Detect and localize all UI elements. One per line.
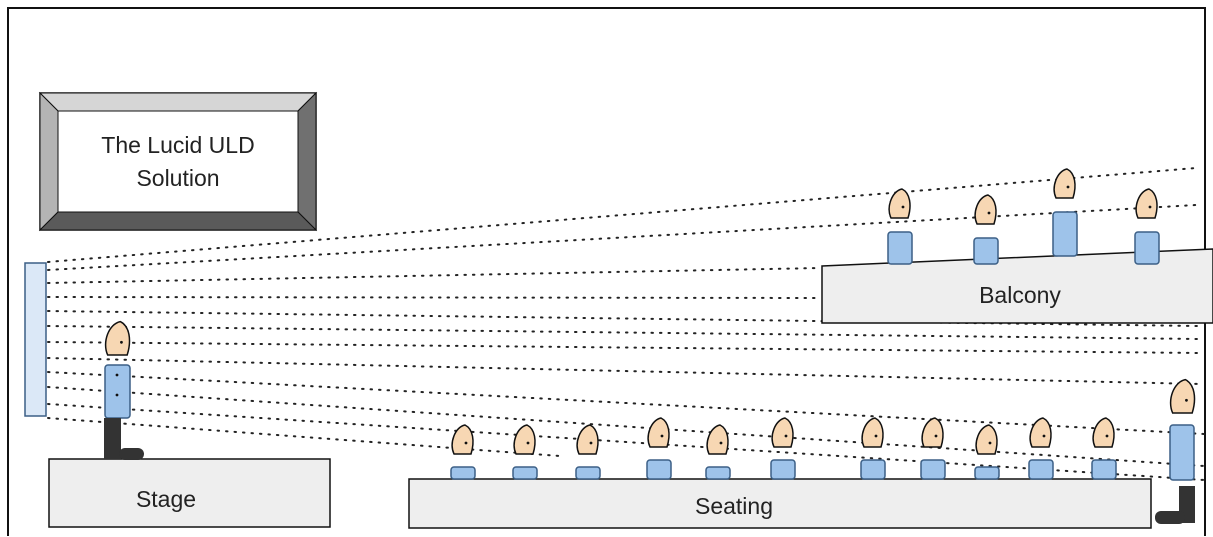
balcony-label: Balcony	[979, 282, 1061, 308]
eye	[660, 434, 664, 438]
audience-member-body	[1091, 459, 1117, 480]
audience-member-body	[512, 466, 538, 480]
head	[513, 424, 536, 455]
eye	[1066, 185, 1070, 189]
sign-bevel-top	[38, 92, 318, 112]
head	[451, 424, 474, 455]
sightline	[47, 371, 1205, 435]
audience-member-body	[920, 459, 946, 480]
eye	[464, 441, 468, 445]
audience-member-body	[770, 459, 796, 480]
audience	[104, 168, 1196, 524]
head	[861, 417, 884, 448]
head	[771, 417, 794, 448]
eye	[987, 211, 991, 215]
head	[576, 424, 599, 455]
stage-label: Stage	[136, 486, 196, 512]
head	[974, 194, 997, 225]
button-dot	[115, 393, 119, 397]
eye	[526, 441, 530, 445]
head	[1169, 378, 1196, 414]
head	[1092, 417, 1115, 448]
presenter-body	[104, 364, 131, 419]
eye	[988, 441, 992, 445]
standing-person-body	[1169, 424, 1195, 481]
eye	[1105, 434, 1109, 438]
head	[104, 320, 131, 356]
sightline	[47, 296, 821, 299]
sightline	[47, 357, 1201, 385]
eye	[719, 441, 723, 445]
audience-member-body	[1028, 459, 1054, 480]
audience-member-body	[887, 231, 913, 265]
eye	[874, 434, 878, 438]
sightline	[47, 403, 1205, 481]
audience-member-body	[646, 459, 672, 480]
seating-platform	[408, 478, 1152, 529]
audience-member-body	[973, 237, 999, 265]
head	[888, 188, 911, 219]
stage-platform	[48, 458, 331, 528]
eye	[1042, 434, 1046, 438]
eye	[901, 205, 905, 209]
audience-member-body	[450, 466, 476, 480]
head	[706, 424, 729, 455]
projection-screen	[24, 262, 47, 417]
sightline	[47, 341, 1201, 354]
sightline	[47, 325, 1201, 340]
sightline	[47, 167, 1197, 263]
balcony-platform	[821, 248, 1213, 324]
head	[647, 417, 670, 448]
sign-face	[57, 110, 299, 213]
seating-label: Seating	[695, 493, 773, 519]
audience-member-body	[1052, 211, 1078, 257]
sign-bevel-right	[297, 91, 317, 232]
eye	[1185, 398, 1188, 402]
audience-member-body	[1134, 231, 1160, 265]
uld-sign: The Lucid ULD Solution	[38, 91, 318, 232]
audience-member-body	[860, 459, 886, 480]
audience-member-body	[705, 466, 731, 480]
head	[1053, 168, 1076, 199]
eye	[120, 340, 123, 344]
presenter-shoe	[119, 448, 144, 460]
audience-member-body	[575, 466, 601, 480]
head	[1029, 417, 1052, 448]
eye	[934, 434, 938, 438]
button-dot	[115, 373, 119, 377]
sightline	[47, 267, 821, 284]
presenter-leg	[104, 418, 121, 459]
sign-bevel-bottom	[38, 211, 318, 231]
sightline	[47, 417, 561, 457]
sign-title-line2: Solution	[136, 165, 219, 191]
head	[1135, 188, 1158, 219]
sign-title-line1: The Lucid ULD	[101, 132, 254, 158]
audience-member-body	[974, 466, 1000, 480]
head	[975, 424, 998, 455]
eye	[1148, 205, 1152, 209]
head	[921, 417, 944, 448]
standing-person-shoe	[1155, 511, 1185, 524]
sightline	[47, 386, 1205, 467]
eye	[589, 441, 593, 445]
eye	[784, 434, 788, 438]
sign-bevel-left	[39, 91, 59, 232]
